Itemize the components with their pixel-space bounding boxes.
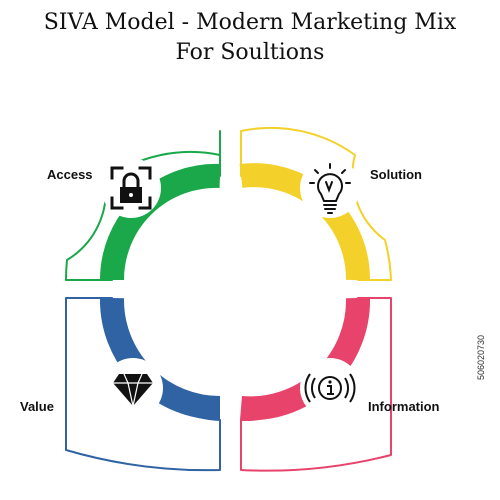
- watermark-id: 506020730: [476, 334, 486, 380]
- title-line-1: SIVA Model - Modern Marketing Mix: [43, 10, 457, 35]
- label-access: Access: [47, 167, 93, 182]
- title-line-2: For Soultions: [175, 40, 325, 65]
- label-solution: Solution: [370, 167, 422, 182]
- label-value: Value: [20, 399, 54, 414]
- diagram-title: SIVA Model - Modern Marketing Mix For So…: [0, 8, 500, 68]
- lightbulb-icon: [309, 163, 351, 214]
- label-information: Information: [368, 399, 440, 414]
- lock-icon: [110, 166, 152, 210]
- info-icon: [304, 373, 356, 403]
- diamond-icon: [113, 373, 153, 407]
